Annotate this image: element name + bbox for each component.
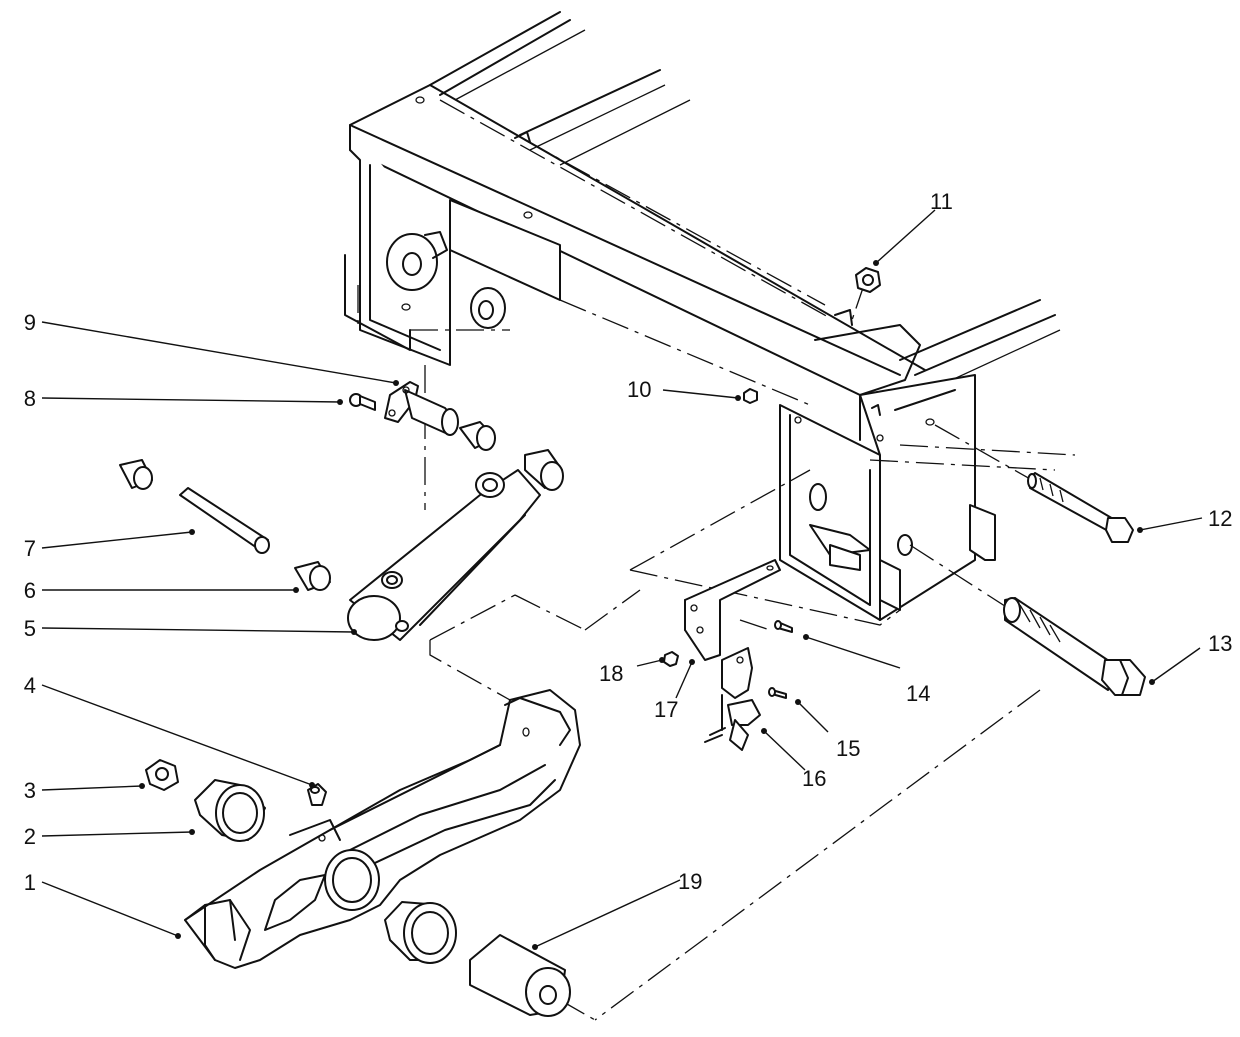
- callout-8: 8: [24, 386, 36, 411]
- callout-15: 15: [836, 736, 860, 761]
- part-13-large-bolt: [1003, 597, 1146, 696]
- part-3-nut: [145, 759, 179, 791]
- part-4-grease-fitting: [307, 783, 327, 806]
- callout-12: 12: [1208, 506, 1232, 531]
- callout-labels: 1 2 3 4 5 6 7 8 9 10 11 12 13 14 15 16 1…: [24, 189, 1233, 895]
- callout-3: 3: [24, 778, 36, 803]
- part-19-roller: [469, 934, 571, 1017]
- callout-11: 11: [930, 189, 953, 214]
- callout-4: 4: [24, 673, 36, 698]
- callout-9: 9: [24, 310, 36, 335]
- callout-14: 14: [906, 681, 930, 706]
- callout-16: 16: [802, 766, 826, 791]
- part-7-pin: [179, 487, 270, 554]
- part-5-cylinder: [347, 469, 541, 641]
- part-9-pin-plate: [384, 381, 459, 436]
- part-2-bushing: [194, 779, 266, 842]
- switch-bracket-assembly: [663, 559, 793, 751]
- part-10-nut: [743, 388, 758, 404]
- callout-10: 10: [627, 377, 651, 402]
- leader-lines: [41, 209, 1203, 948]
- callout-2: 2: [24, 824, 36, 849]
- lower-bushing: [384, 901, 457, 964]
- callout-7: 7: [24, 536, 36, 561]
- part-8-screw: [349, 393, 376, 411]
- part-12-long-bolt: [1027, 472, 1134, 543]
- callout-19: 19: [678, 869, 702, 894]
- callout-1: 1: [24, 870, 36, 895]
- leader-dots: [139, 260, 1155, 950]
- bushings: [119, 421, 564, 591]
- part-1-arm: [184, 689, 581, 969]
- callout-13: 13: [1208, 631, 1232, 656]
- part-11-nut: [855, 267, 881, 293]
- callout-5: 5: [24, 616, 36, 641]
- assembly-centerlines: [357, 99, 1121, 1021]
- callout-17: 17: [654, 697, 678, 722]
- callout-18: 18: [599, 661, 623, 686]
- callout-6: 6: [24, 578, 36, 603]
- frame-assembly: [344, 11, 1061, 621]
